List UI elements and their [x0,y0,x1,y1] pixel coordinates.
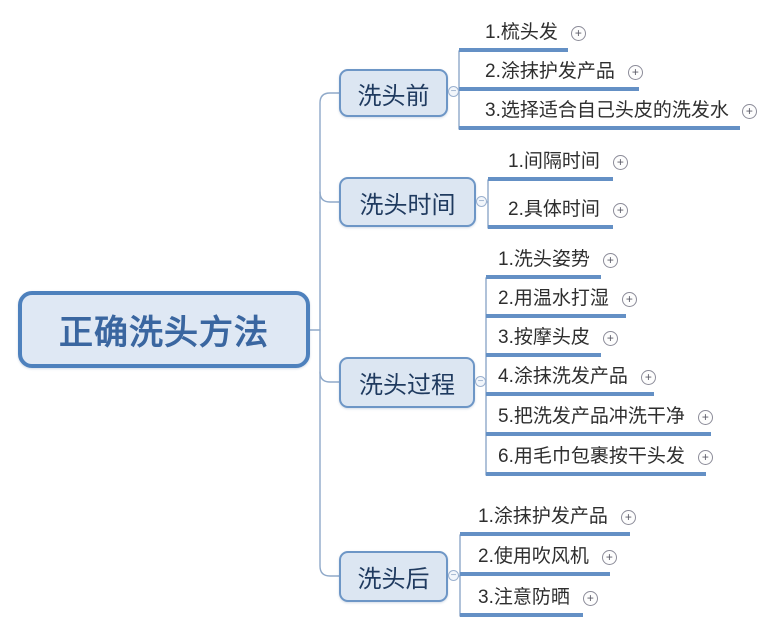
plus-circle-icon[interactable]: + [570,25,586,41]
leaf-label: 3.注意防晒 [478,587,570,608]
leaf-topic[interactable]: 1.间隔时间 + [488,147,628,181]
leaf-label: 2.使用吹风机 [478,546,589,567]
leaf-topic[interactable]: 3.注意防晒 + [460,583,598,617]
leaf-label: 2.用温水打湿 [498,288,609,309]
plus-circle-icon[interactable]: + [640,369,656,385]
leaf-topic[interactable]: 4.涂抹洗发产品 + [486,362,656,396]
leaf-topic[interactable]: 5.把洗发产品冲洗干净 + [486,402,713,436]
leaf-topic[interactable]: 2.具体时间 + [488,195,628,229]
branch2-elbow [319,191,340,203]
plus-circle-icon[interactable]: + [612,154,628,170]
minus-circle-icon[interactable]: − [476,196,487,207]
leaf-topic[interactable]: 2.涂抹护发产品 + [459,57,643,91]
leaf-label: 5.把洗发产品冲洗干净 [498,406,685,427]
leaf-label: 1.洗头姿势 [498,249,590,270]
leaf-topic[interactable]: 3.选择适合自己头皮的洗发水 + [459,96,757,130]
minus-circle-icon[interactable]: − [475,376,486,387]
plus-circle-icon[interactable]: + [601,549,617,565]
leaf-topic[interactable]: 1.涂抹护发产品 + [460,502,636,536]
branch3-elbow [319,371,340,383]
leaf-topic[interactable]: 2.用温水打湿 + [486,284,637,318]
plus-circle-icon[interactable]: + [741,103,757,119]
leaf-label: 4.涂抹洗发产品 [498,366,628,387]
root-topic[interactable]: 正确洗头方法 [18,291,310,368]
leaf-label: 1.涂抹护发产品 [478,506,608,527]
plus-circle-icon[interactable]: + [602,252,618,268]
leaf-label: 6.用毛巾包裹按干头发 [498,446,685,467]
leaf-topic[interactable]: 2.使用吹风机 + [460,542,617,576]
branch-topic-before-wash[interactable]: 洗头前 [339,69,448,117]
branch-topic-wash-process[interactable]: 洗头过程 [339,357,475,408]
plus-circle-icon[interactable]: + [697,409,713,425]
plus-circle-icon[interactable]: + [621,291,637,307]
trunk-line [319,92,340,577]
leaf-topic[interactable]: 3.按摩头皮 + [486,323,618,357]
branch-topic-wash-time[interactable]: 洗头时间 [339,177,476,227]
leaf-topic[interactable]: 6.用毛巾包裹按干头发 + [486,442,713,476]
branch-topic-after-wash[interactable]: 洗头后 [339,551,448,602]
plus-circle-icon[interactable]: + [582,590,598,606]
leaf-topic[interactable]: 1.梳头发 + [459,18,586,52]
plus-circle-icon[interactable]: + [627,64,643,80]
leaf-label: 1.梳头发 [485,22,558,43]
leaf-label: 3.按摩头皮 [498,327,590,348]
plus-circle-icon[interactable]: + [602,330,618,346]
minus-circle-icon[interactable]: − [448,86,459,97]
minus-circle-icon[interactable]: − [448,570,459,581]
plus-circle-icon[interactable]: + [620,509,636,525]
leaf-label: 2.涂抹护发产品 [485,61,615,82]
plus-circle-icon[interactable]: + [612,202,628,218]
leaf-topic[interactable]: 1.洗头姿势 + [486,245,618,279]
leaf-label: 2.具体时间 [508,199,600,220]
plus-circle-icon[interactable]: + [697,449,713,465]
leaf-label: 1.间隔时间 [508,151,600,172]
leaf-label: 3.选择适合自己头皮的洗发水 [485,100,729,121]
